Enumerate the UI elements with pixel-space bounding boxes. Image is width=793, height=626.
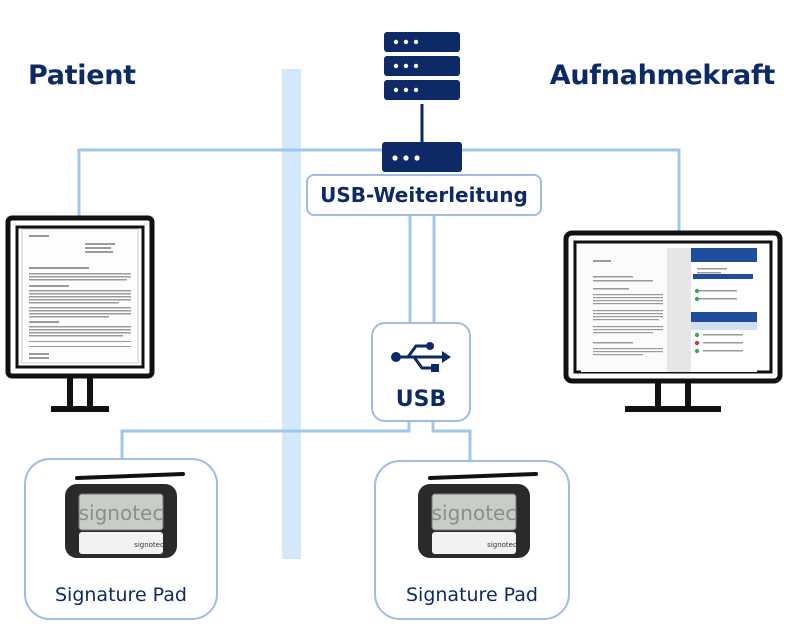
recorder-monitor-icon: [563, 230, 783, 412]
pad-brand-logo: signotec: [487, 541, 517, 549]
signature-pad-icon: signotec signotec: [65, 472, 185, 558]
recorder-title: Aufnahmekraft: [549, 60, 776, 91]
router-icon: [382, 142, 462, 172]
usb-forwarding-label: USB-Weiterleitung: [320, 183, 528, 207]
patient-monitor-icon: [5, 215, 155, 412]
signature-pad-label: Signature Pad: [405, 584, 538, 606]
usb-icon: [391, 342, 451, 372]
pad-brand-watermark: signotec: [432, 501, 517, 525]
server-icon: [384, 32, 460, 100]
signature-pad-icon: signotec signotec: [418, 472, 538, 558]
divider-band: [282, 69, 301, 559]
signature-pad-card: signotec signotec Signature Pad: [374, 460, 570, 620]
usb-label: USB: [395, 387, 447, 412]
usb-hub-box: USB: [371, 322, 471, 422]
signature-pad-card: signotec signotec Signature Pad: [24, 458, 218, 620]
pad-brand-watermark: signotec: [79, 501, 164, 525]
patient-title: Patient: [28, 60, 136, 91]
network-line: [77, 148, 681, 240]
usb-forwarding-box: USB-Weiterleitung: [306, 174, 542, 216]
pad-brand-logo: signotec: [134, 541, 164, 549]
signature-pad-label: Signature Pad: [54, 584, 187, 606]
